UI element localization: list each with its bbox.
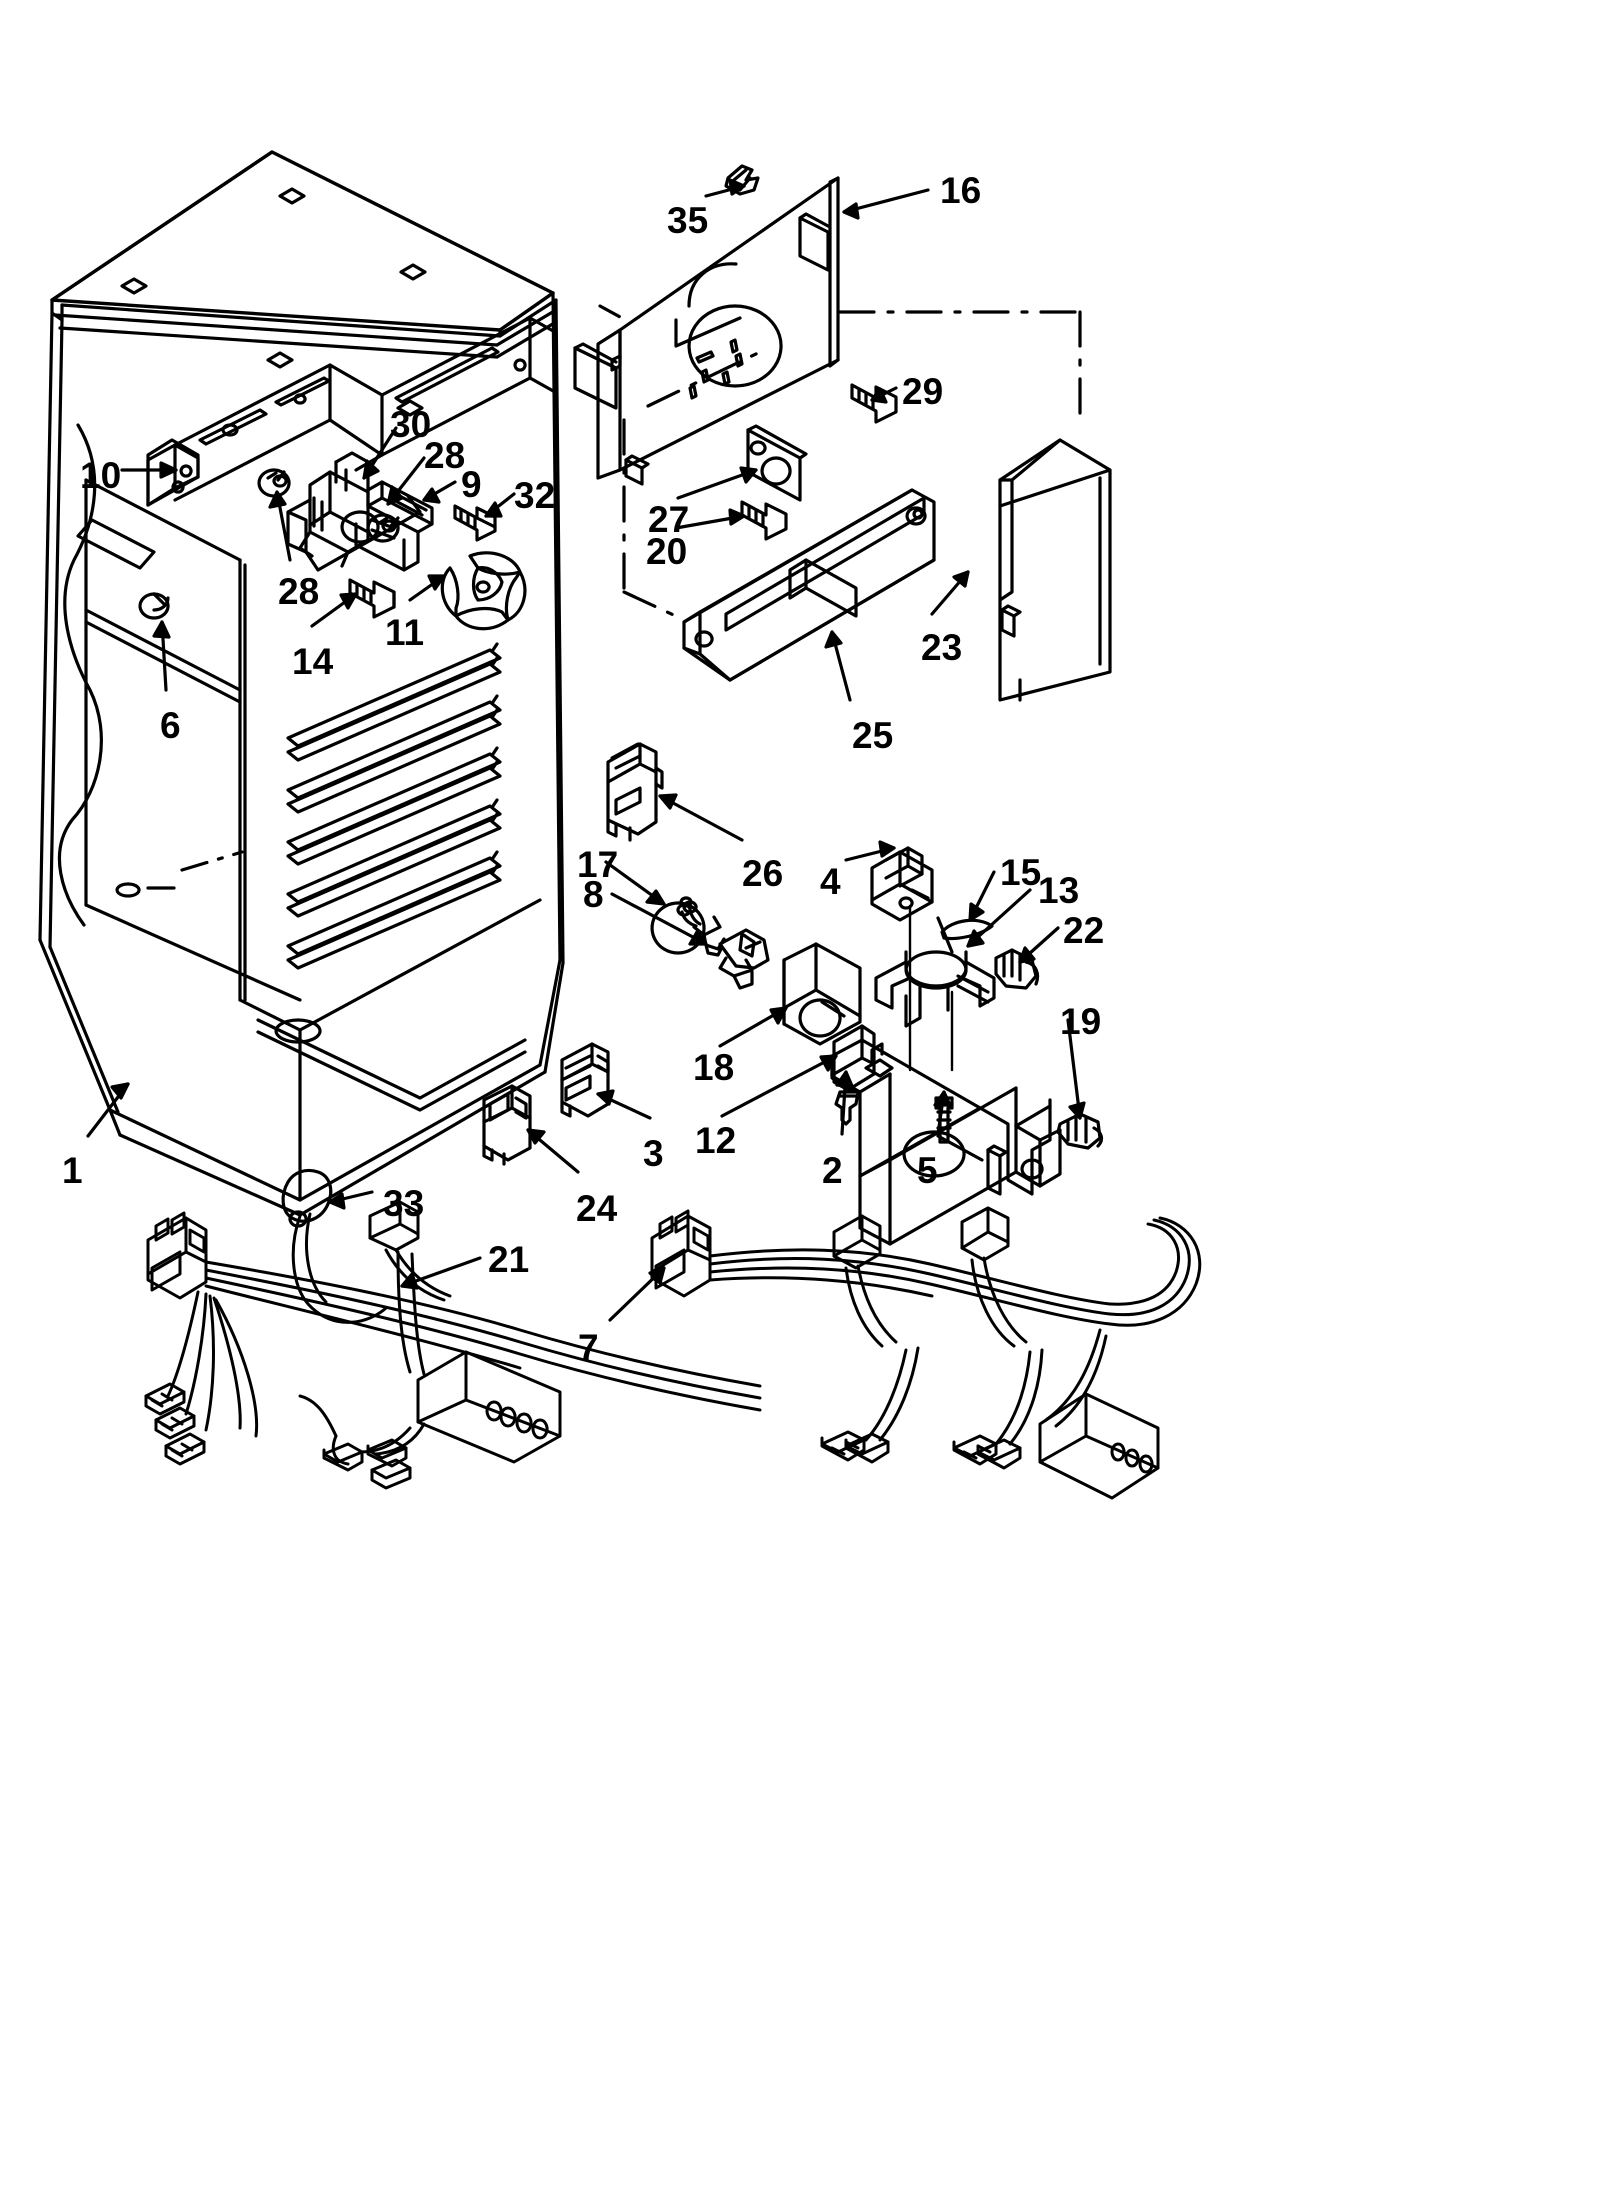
connector-block-24 [482, 1084, 532, 1166]
fan-motor-grommet-28 [257, 468, 291, 498]
callout-35: 35 [667, 200, 709, 241]
rear-access-panel-16 [573, 176, 1082, 620]
compressor-cover-23 [998, 438, 1112, 702]
plug-button-6 [138, 592, 170, 620]
callout-18: 18 [693, 1047, 735, 1088]
callout-26: 26 [742, 853, 784, 894]
shelf-rails [286, 642, 502, 970]
callout-28b: 28 [278, 571, 320, 612]
callout-27: 27 [648, 499, 690, 540]
callout-12: 12 [695, 1120, 737, 1161]
leader-lines [86, 178, 1086, 1322]
callout-24: 24 [576, 1188, 618, 1229]
light-bulb-17 [650, 896, 726, 957]
relay-overload-4 [870, 846, 934, 1072]
callout-25: 25 [852, 715, 894, 756]
panel-screw-20 [740, 500, 788, 541]
callout-2: 2 [822, 1150, 843, 1191]
wire-harness-right-7 [650, 1206, 1202, 1500]
callout-1: 1 [62, 1150, 83, 1191]
callout-15: 15 [1000, 852, 1042, 893]
evaporator-fan-motor-30 [286, 451, 422, 572]
callout-9: 9 [461, 464, 482, 505]
toe-grille-kickplate-25 [682, 488, 936, 682]
callout-17: 17 [577, 844, 619, 885]
callout-6: 6 [160, 705, 181, 746]
callout-14: 14 [292, 641, 334, 682]
wire-harness-left-21 [144, 1200, 762, 1490]
shelf-support-bracket-10 [146, 316, 557, 507]
callout-32: 32 [514, 475, 556, 516]
compressor-base-pan [830, 1038, 1062, 1246]
callout-7: 7 [578, 1327, 599, 1368]
callout-23: 23 [921, 627, 963, 668]
callout-29: 29 [902, 371, 944, 412]
grommet-33 [281, 1168, 333, 1228]
fan-blade-11 [440, 551, 527, 631]
light-housing-18 [782, 942, 862, 1046]
motor-mounting-screw-14 [348, 578, 396, 619]
callout-22: 22 [1063, 910, 1105, 951]
callout-4: 4 [820, 861, 841, 902]
callout-3: 3 [643, 1133, 664, 1174]
callout-10: 10 [80, 455, 122, 496]
access-cover-plate-27 [746, 424, 808, 502]
cabinet-shell [38, 150, 565, 1217]
callout-21: 21 [488, 1239, 530, 1280]
callout-28: 28 [424, 435, 466, 476]
callout-8: 8 [583, 874, 604, 915]
callout-16: 16 [940, 170, 982, 211]
terminal-block-26 [606, 742, 664, 842]
grommet-pin-2 [834, 1090, 860, 1126]
callout-20: 20 [646, 531, 688, 572]
defrost-thermostat-13 [874, 916, 996, 1072]
light-socket-8 [718, 928, 770, 990]
callout-11: 11 [385, 612, 425, 653]
wire-connector-block-3 [560, 1042, 610, 1118]
callout-13: 13 [1038, 870, 1080, 911]
callout-33: 33 [383, 1183, 425, 1224]
callout-5: 5 [917, 1150, 938, 1191]
callout-30: 30 [390, 404, 432, 445]
callout-19: 19 [1060, 1001, 1102, 1042]
screw-32 [453, 504, 497, 542]
